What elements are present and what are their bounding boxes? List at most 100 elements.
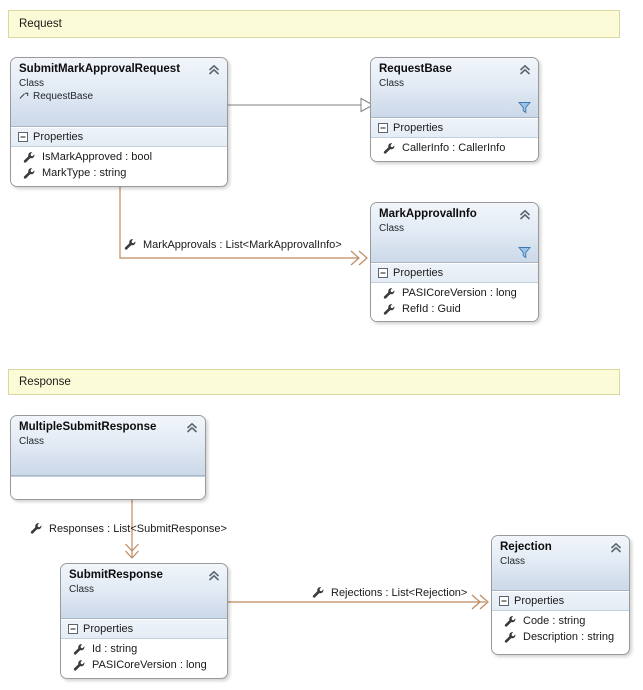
collapse-box-icon[interactable] xyxy=(378,123,388,133)
class-header-rejection: Rejection Class xyxy=(492,536,629,591)
class-header-submitresponse: SubmitResponse Class xyxy=(61,564,227,619)
collapse-chevron-icon[interactable] xyxy=(518,63,532,77)
filter-funnel-icon[interactable] xyxy=(518,246,531,259)
class-name-rejection: Rejection xyxy=(500,541,552,553)
collapse-box-icon[interactable] xyxy=(378,268,388,278)
class-shape-markapprovalinfo[interactable]: MarkApprovalInfo Class Properties PASICo… xyxy=(370,202,539,322)
class-kind-submitresponse: Class xyxy=(69,584,95,595)
member-row[interactable]: IsMarkApproved : bool xyxy=(11,149,227,165)
property-wrench-icon xyxy=(73,643,85,655)
class-shape-submitresponse[interactable]: SubmitResponse Class Properties Id : str… xyxy=(60,563,228,679)
member-label: IsMarkApproved : bool xyxy=(42,151,153,163)
class-name-submitmarkapprovalrequest: SubmitMarkApprovalRequest xyxy=(19,63,181,75)
compartment-header-properties[interactable]: Properties xyxy=(492,591,629,611)
member-list-markapprovalinfo: PASICoreVersion : long RefId : Guid xyxy=(371,283,538,321)
member-row[interactable]: Id : string xyxy=(61,641,227,657)
collapse-chevron-icon[interactable] xyxy=(185,421,199,435)
wrench-icon xyxy=(124,239,136,250)
compartment-label-properties: Properties xyxy=(393,122,444,134)
section-comment-response[interactable]: Response xyxy=(8,369,620,395)
property-wrench-icon xyxy=(23,151,35,163)
member-row[interactable]: PASICoreVersion : long xyxy=(371,285,538,301)
class-kind-rejection: Class xyxy=(500,556,526,567)
compartment-label-properties: Properties xyxy=(514,595,565,607)
member-row[interactable]: PASICoreVersion : long xyxy=(61,657,227,673)
property-wrench-icon xyxy=(383,303,395,315)
member-row[interactable]: CallerInfo : CallerInfo xyxy=(371,140,538,156)
member-label: RefId : Guid xyxy=(402,303,461,315)
collapse-box-icon[interactable] xyxy=(499,596,509,606)
member-list-requestbase: CallerInfo : CallerInfo xyxy=(371,138,538,160)
class-kind-requestbase: Class xyxy=(379,78,405,89)
member-label: MarkType : string xyxy=(42,167,127,179)
section-comment-request[interactable]: Request xyxy=(8,10,620,38)
class-kind-submitmarkapprovalrequest: Class xyxy=(19,78,45,89)
collapse-box-icon[interactable] xyxy=(68,624,78,634)
association-label-rejections-text: Rejections : List<Rejection> xyxy=(331,586,468,599)
class-shape-requestbase[interactable]: RequestBase Class Properties CallerInfo … xyxy=(370,57,539,162)
property-wrench-icon xyxy=(383,287,395,299)
member-row[interactable]: Code : string xyxy=(492,613,629,629)
member-label: Id : string xyxy=(92,643,138,655)
property-wrench-icon xyxy=(504,631,516,643)
compartment-label-properties: Properties xyxy=(33,131,84,143)
class-header-requestbase: RequestBase Class xyxy=(371,58,538,118)
class-name-submitresponse: SubmitResponse xyxy=(69,569,163,581)
class-shape-rejection[interactable]: Rejection Class Properties Code : string xyxy=(491,535,630,655)
member-list-submitresponse: Id : string PASICoreVersion : long xyxy=(61,639,227,677)
association-connector-rejections[interactable] xyxy=(228,592,493,612)
section-comment-request-label: Request xyxy=(19,18,62,30)
class-kind-markapprovalinfo: Class xyxy=(379,223,405,234)
property-wrench-icon xyxy=(383,142,395,154)
property-wrench-icon xyxy=(504,615,516,627)
class-header-submitmarkapprovalrequest: SubmitMarkApprovalRequest Class RequestB… xyxy=(11,58,227,127)
class-name-requestbase: RequestBase xyxy=(379,63,452,75)
collapse-chevron-icon[interactable] xyxy=(207,63,221,77)
class-shape-submitmarkapprovalrequest[interactable]: SubmitMarkApprovalRequest Class RequestB… xyxy=(10,57,228,187)
class-base-label-submitmarkapprovalrequest: RequestBase xyxy=(33,91,94,102)
class-name-multiplesubmitresponse: MultipleSubmitResponse xyxy=(19,421,157,433)
property-wrench-icon xyxy=(73,659,85,671)
member-list-submitmarkapprovalrequest: IsMarkApproved : bool MarkType : string xyxy=(11,147,227,185)
class-empty-body-multiplesubmitresponse xyxy=(11,476,205,499)
compartment-label-properties: Properties xyxy=(393,267,444,279)
collapse-chevron-icon[interactable] xyxy=(609,541,623,555)
member-row[interactable]: RefId : Guid xyxy=(371,301,538,317)
compartment-header-properties[interactable]: Properties xyxy=(371,263,538,283)
member-label: CallerInfo : CallerInfo xyxy=(402,142,506,154)
inherits-arrow-icon xyxy=(19,92,29,99)
association-connector-markapprovals[interactable] xyxy=(118,186,378,266)
wrench-icon xyxy=(30,523,42,534)
class-kind-multiplesubmitresponse: Class xyxy=(19,436,45,447)
member-row[interactable]: Description : string xyxy=(492,629,629,645)
compartment-header-properties[interactable]: Properties xyxy=(11,127,227,147)
association-label-rejections: Rejections : List<Rejection> xyxy=(312,586,467,599)
association-label-responses: Responses : List<SubmitResponse> xyxy=(30,522,227,535)
collapse-chevron-icon[interactable] xyxy=(518,208,532,222)
collapse-chevron-icon[interactable] xyxy=(207,569,221,583)
wrench-icon xyxy=(312,587,324,598)
association-connector-responses[interactable] xyxy=(125,500,148,566)
compartment-label-properties: Properties xyxy=(83,623,134,635)
member-label: PASICoreVersion : long xyxy=(92,659,207,671)
class-base-submitmarkapprovalrequest: RequestBase xyxy=(19,90,219,103)
class-shape-multiplesubmitresponse[interactable]: MultipleSubmitResponse Class xyxy=(10,415,206,500)
association-label-markapprovals-text: MarkApprovals : List<MarkApprovalInfo> xyxy=(143,238,342,251)
compartment-header-properties[interactable]: Properties xyxy=(61,619,227,639)
class-name-markapprovalinfo: MarkApprovalInfo xyxy=(379,208,477,220)
member-list-rejection: Code : string Description : string xyxy=(492,611,629,649)
collapse-box-icon[interactable] xyxy=(18,132,28,142)
filter-funnel-icon[interactable] xyxy=(518,101,531,114)
member-label: Description : string xyxy=(523,631,615,643)
member-row[interactable]: MarkType : string xyxy=(11,165,227,181)
member-label: PASICoreVersion : long xyxy=(402,287,517,299)
class-header-multiplesubmitresponse: MultipleSubmitResponse Class xyxy=(11,416,205,476)
compartment-header-properties[interactable]: Properties xyxy=(371,118,538,138)
member-label: Code : string xyxy=(523,615,586,627)
association-label-responses-text: Responses : List<SubmitResponse> xyxy=(49,522,227,535)
section-comment-response-label: Response xyxy=(19,376,71,388)
inheritance-connector-submitmarkapprovalrequest-requestbase[interactable] xyxy=(225,95,375,115)
association-label-markapprovals: MarkApprovals : List<MarkApprovalInfo> xyxy=(124,238,342,251)
property-wrench-icon xyxy=(23,167,35,179)
class-header-markapprovalinfo: MarkApprovalInfo Class xyxy=(371,203,538,263)
